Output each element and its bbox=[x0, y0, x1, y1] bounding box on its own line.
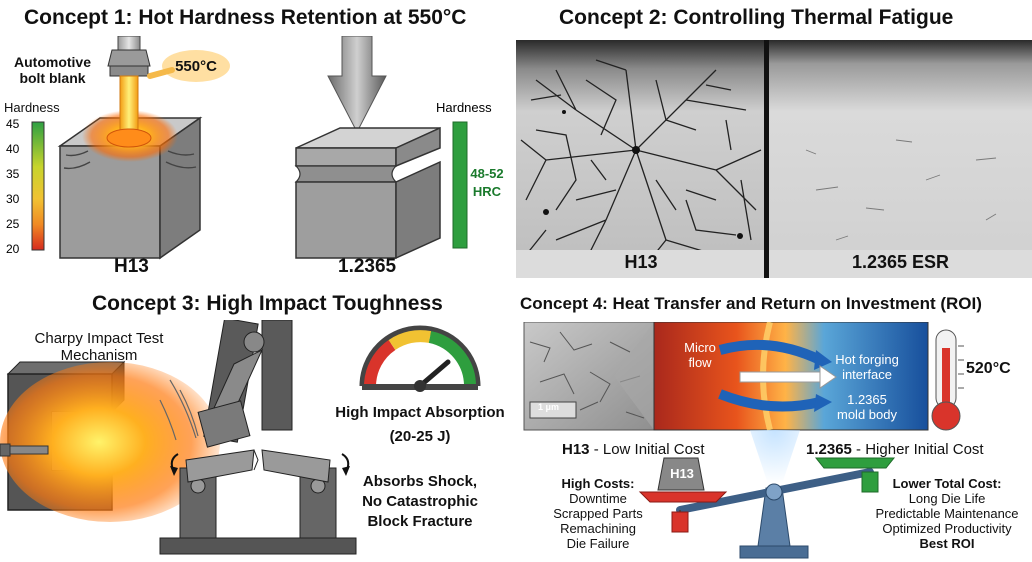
claim-line: Block Fracture bbox=[367, 513, 473, 530]
left-header-material: H13 bbox=[562, 441, 590, 458]
list-item: Die Failure bbox=[566, 536, 630, 551]
mold-line: 1.2365 bbox=[847, 392, 887, 407]
bolt-label-line: Automotive bbox=[14, 54, 91, 70]
right-header-text: - Higher Initial Cost bbox=[851, 441, 984, 458]
concept4-left-list: High Costs: Downtime Scrapped Parts Rema… bbox=[548, 476, 648, 551]
concept4-pan-label: H13 bbox=[670, 466, 694, 481]
scale-tick: 40 bbox=[6, 142, 20, 156]
left-header-text: - Low Initial Cost bbox=[589, 441, 705, 458]
concept4-illustration bbox=[523, 322, 964, 559]
concept4-mold-label: 1.2365 mold body bbox=[822, 392, 912, 422]
interface-line: interface bbox=[842, 367, 892, 382]
concept1-illustration: 550°C Hardness 45 40 35 30 25 20 Hardnes… bbox=[4, 36, 504, 260]
scale-tick: 35 bbox=[6, 167, 20, 181]
concept2-right-material: 1.2365 ESR bbox=[851, 252, 950, 272]
concept3-illustration bbox=[0, 320, 481, 555]
test-label-line: Mechanism bbox=[60, 347, 138, 364]
concept2-illustration bbox=[516, 40, 1032, 278]
concept1-temperature: 550°C bbox=[175, 58, 217, 75]
concept2-left-material: H13 bbox=[624, 252, 658, 272]
concept4-right-list: Lower Total Cost: Long Die Life Predicta… bbox=[868, 476, 1026, 551]
list-item: Downtime bbox=[569, 491, 627, 506]
concept3-title: Concept 3: High Impact Toughness bbox=[92, 292, 443, 315]
concept1-left-scale-title: Hardness bbox=[4, 100, 60, 115]
micro-line: Micro bbox=[684, 340, 716, 355]
concept4-interface-label: Hot forging interface bbox=[822, 352, 912, 382]
claim-line: Absorbs Shock, bbox=[362, 473, 478, 490]
concept4-temperature: 520°C bbox=[966, 360, 1011, 377]
concept4-right-header: 1.2365 - Higher Initial Cost bbox=[806, 441, 984, 458]
left-list-title: High Costs: bbox=[561, 476, 635, 491]
list-item: Predictable Maintenance bbox=[875, 506, 1019, 521]
scale-tick: 25 bbox=[6, 217, 20, 231]
mold-line: mold body bbox=[837, 407, 897, 422]
concept4-micro-flow: Micro flow bbox=[670, 340, 730, 370]
concept1-left-material: H13 bbox=[114, 256, 149, 277]
right-header-material: 1.2365 bbox=[806, 441, 852, 458]
micro-line: flow bbox=[688, 355, 712, 370]
scale-tick: 30 bbox=[6, 192, 20, 206]
concept1-right-scale-unit: HRC bbox=[473, 184, 502, 199]
bolt-label-line: bolt blank bbox=[19, 70, 86, 86]
concept4-title: Concept 4: Heat Transfer and Return on I… bbox=[520, 294, 982, 313]
concept1-right-scale-title: Hardness bbox=[436, 100, 492, 115]
right-list-title: Lower Total Cost: bbox=[892, 476, 1002, 491]
concept1-bolt-label: Automotive bolt blank bbox=[14, 54, 91, 86]
concept1-title: Concept 1: Hot Hardness Retention at 550… bbox=[24, 6, 467, 29]
list-item: Optimized Productivity bbox=[882, 521, 1012, 536]
concept4-left-header: H13 - Low Initial Cost bbox=[562, 441, 705, 458]
concept2-title: Concept 2: Controlling Thermal Fatigue bbox=[559, 6, 954, 29]
interface-line: Hot forging bbox=[835, 352, 899, 367]
claim-line: No Catastrophic bbox=[362, 493, 478, 510]
list-item: Remachining bbox=[560, 521, 636, 536]
test-label-line: Charpy Impact Test bbox=[34, 330, 164, 347]
scale-tick: 20 bbox=[6, 242, 20, 256]
concept3-test-label: Charpy Impact Test Mechanism bbox=[4, 330, 194, 364]
concept1-right-material: 1.2365 bbox=[338, 256, 397, 277]
concept3-gauge-label: High Impact Absorption bbox=[335, 404, 505, 421]
concept1-right-scale-value: 48-52 bbox=[470, 166, 503, 181]
scale-tick: 45 bbox=[6, 117, 20, 131]
concept3-claim: Absorbs Shock, No Catastrophic Block Fra… bbox=[340, 472, 500, 532]
best-roi-label: Best ROI bbox=[919, 536, 975, 551]
concept3-gauge-value: (20-25 J) bbox=[389, 428, 451, 445]
concept4-scale-bar: 1 μm bbox=[538, 402, 560, 412]
list-item: Scrapped Parts bbox=[553, 506, 643, 521]
thermal-crack-network bbox=[520, 59, 762, 266]
list-item: Long Die Life bbox=[908, 491, 986, 506]
